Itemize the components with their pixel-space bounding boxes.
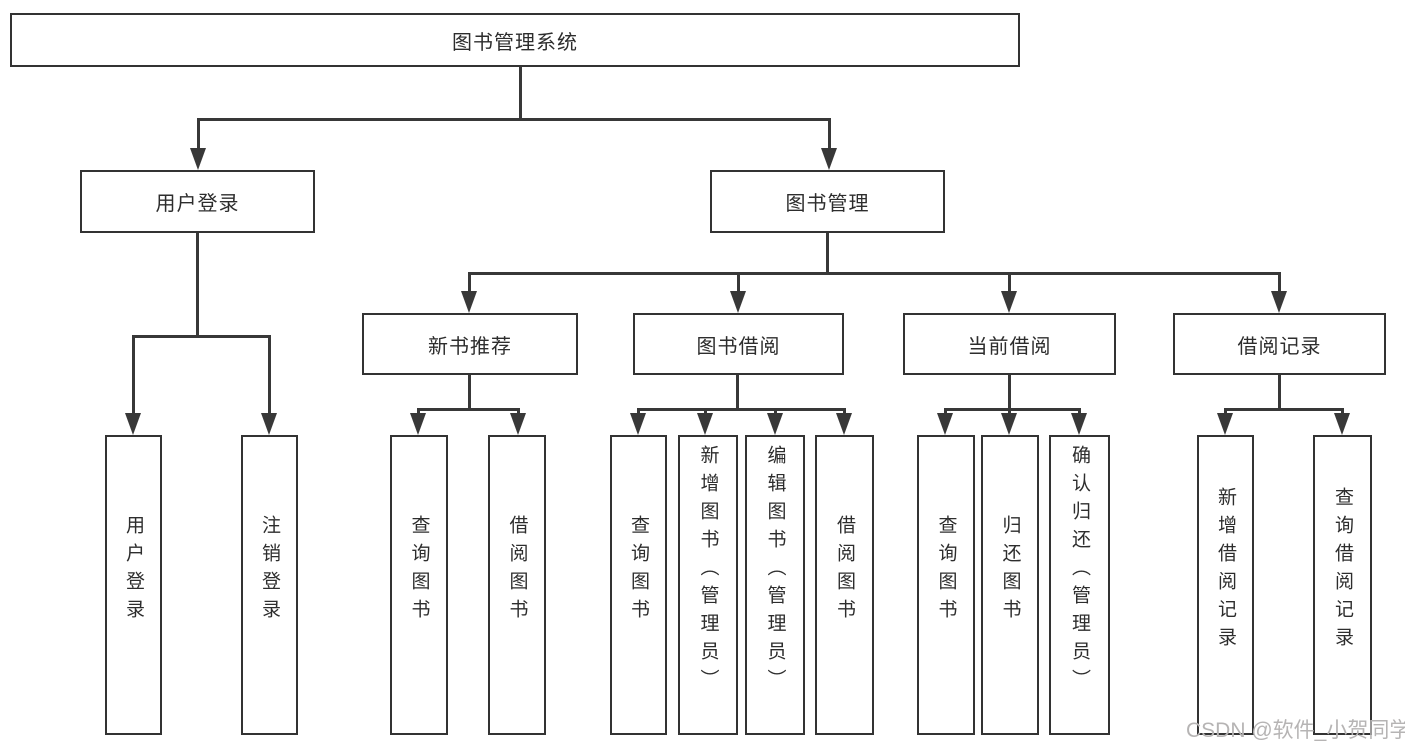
leaf-label: 归还图书 <box>999 515 1021 627</box>
connector-line <box>468 375 471 408</box>
arrow-down-icon <box>410 413 426 435</box>
connector-line <box>1224 408 1344 411</box>
connector-line <box>737 272 740 293</box>
node-root: 图书管理系统 <box>10 13 1020 67</box>
arrow-down-icon <box>190 148 206 170</box>
connector-line <box>196 233 199 335</box>
leaf-add-book-admin: 新增图书（管理员） <box>678 435 738 735</box>
node-root-label: 图书管理系统 <box>452 31 578 54</box>
arrow-down-icon <box>1271 291 1287 313</box>
arrow-down-icon <box>630 413 646 435</box>
leaf-borrow-books-borrowing: 借阅图书 <box>815 435 874 735</box>
connector-line <box>1278 272 1281 293</box>
watermark: CSDN @软件_小贺同学 <box>1186 719 1405 742</box>
connector-line <box>826 233 829 272</box>
node-book-management-label: 图书管理 <box>785 193 870 215</box>
leaf-return-books: 归还图书 <box>981 435 1039 735</box>
node-book-management: 图书管理 <box>710 170 945 233</box>
connector-line <box>132 335 135 415</box>
node-borrowing-records-label: 借阅记录 <box>1237 335 1322 358</box>
arrow-down-icon <box>836 413 852 435</box>
leaf-label: 借阅图书 <box>834 515 855 627</box>
leaf-label: 新增借阅记录 <box>1215 487 1236 655</box>
connector-line <box>468 272 1281 275</box>
arrow-down-icon <box>1071 413 1087 435</box>
connector-line <box>1078 408 1081 415</box>
connector-line <box>828 118 831 150</box>
arrow-down-icon <box>697 413 713 435</box>
arrow-down-icon <box>821 148 837 170</box>
connector-line <box>637 408 640 415</box>
arrow-down-icon <box>937 413 953 435</box>
node-current-borrowing: 当前借阅 <box>903 313 1116 375</box>
connector-line <box>1008 408 1011 415</box>
leaf-label: 用户登录 <box>123 515 144 627</box>
connector-line <box>944 408 1081 411</box>
leaf-query-books-borrowing: 查询图书 <box>610 435 667 735</box>
arrow-down-icon <box>510 413 526 435</box>
leaf-add-borrow-record: 新增借阅记录 <box>1197 435 1254 735</box>
leaf-label: 借阅图书 <box>506 515 528 627</box>
leaf-label: 查询图书 <box>408 515 430 627</box>
node-book-borrowing: 图书借阅 <box>633 313 844 375</box>
leaf-label: 查询图书 <box>935 515 957 627</box>
leaf-label: 确认归还（管理员） <box>1069 445 1090 697</box>
connector-line <box>417 408 420 415</box>
leaf-label: 新增图书（管理员） <box>697 445 719 697</box>
node-new-book-recommend: 新书推荐 <box>362 313 578 375</box>
leaf-logout: 注销登录 <box>241 435 298 735</box>
arrow-down-icon <box>1001 413 1017 435</box>
leaf-query-borrow-record: 查询借阅记录 <box>1313 435 1372 735</box>
connector-line <box>774 408 777 415</box>
leaf-edit-book-admin: 编辑图书（管理员） <box>745 435 805 735</box>
leaf-borrow-books-recommend: 借阅图书 <box>488 435 546 735</box>
connector-line <box>132 335 271 338</box>
arrow-down-icon <box>1001 291 1017 313</box>
arrow-down-icon <box>261 413 277 435</box>
node-borrowing-records: 借阅记录 <box>1173 313 1386 375</box>
leaf-user-login: 用户登录 <box>105 435 162 735</box>
arrow-down-icon <box>730 291 746 313</box>
node-new-book-recommend-label: 新书推荐 <box>428 335 512 358</box>
connector-line <box>704 408 707 415</box>
arrow-down-icon <box>461 291 477 313</box>
leaf-confirm-return-admin: 确认归还（管理员） <box>1049 435 1110 735</box>
connector-line <box>1224 408 1227 415</box>
node-current-borrowing-label: 当前借阅 <box>967 335 1052 358</box>
arrow-down-icon <box>125 413 141 435</box>
connector-line <box>268 335 271 415</box>
connector-line <box>517 408 520 415</box>
connector-line <box>1008 375 1011 408</box>
node-user-login: 用户登录 <box>80 170 315 233</box>
connector-line <box>637 408 846 411</box>
arrow-down-icon <box>1334 413 1350 435</box>
connector-line <box>1341 408 1344 415</box>
connector-line <box>736 375 739 408</box>
connector-line <box>197 118 200 150</box>
connector-line <box>1278 375 1281 408</box>
connector-line <box>843 408 846 415</box>
connector-line <box>417 408 520 411</box>
leaf-query-books-recommend: 查询图书 <box>390 435 448 735</box>
leaf-label: 注销登录 <box>259 515 280 627</box>
leaf-query-books-current: 查询图书 <box>917 435 975 735</box>
arrow-down-icon <box>1217 413 1233 435</box>
leaf-label: 编辑图书（管理员） <box>764 445 786 697</box>
node-book-borrowing-label: 图书借阅 <box>696 335 781 358</box>
leaf-label: 查询借阅记录 <box>1332 487 1353 655</box>
connector-line <box>468 272 471 293</box>
leaf-label: 查询图书 <box>628 515 649 627</box>
arrow-down-icon <box>767 413 783 435</box>
connector-line <box>944 408 947 415</box>
node-user-login-label: 用户登录 <box>155 193 240 215</box>
connector-line <box>1008 272 1011 293</box>
connector-line <box>197 118 831 121</box>
connector-line <box>519 67 522 118</box>
